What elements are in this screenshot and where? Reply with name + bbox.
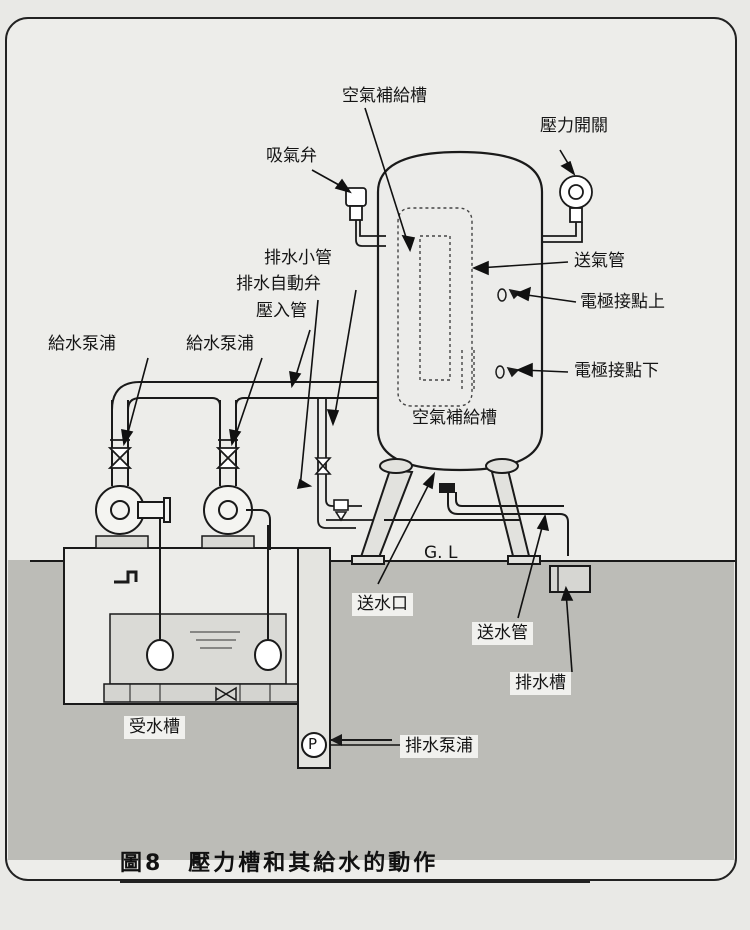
bottom-valve: [215, 686, 237, 702]
pressure-switch-shape: [542, 175, 593, 243]
label-feed-pump-right: 給水泵浦: [186, 334, 254, 354]
label-drain-tank: 排水槽: [510, 672, 571, 695]
pump-base-left: [95, 535, 149, 549]
label-water-pipe: 送水管: [472, 622, 533, 645]
pump-base-right: [201, 535, 255, 549]
water-outlet-pipe: [384, 483, 569, 556]
label-electrode-lower: 電極接點下: [574, 361, 659, 381]
label-water-outlet: 送水口: [352, 593, 413, 616]
label-ground-level: G. L: [424, 543, 458, 563]
tank-base-blocks: [103, 683, 301, 703]
riser-pipes: [111, 400, 237, 486]
electrode-lower-mark: [495, 365, 520, 379]
label-air-intake-valve: 吸氣弁: [266, 146, 317, 166]
water-ripples: [190, 631, 240, 649]
leader-lines: [121, 107, 577, 746]
label-air-feed-pipe: 送氣管: [574, 251, 625, 271]
label-air-supply-tank-body: 空氣補給槽: [412, 408, 497, 428]
internal-air-tank: [397, 207, 473, 407]
label-pressure-in-pipe: 壓入管: [256, 301, 307, 321]
label-feed-pump-left: 給水泵浦: [48, 334, 116, 354]
header-pipe: [111, 381, 382, 411]
air-intake-valve-shape: [345, 187, 386, 247]
label-electrode-upper: 電極接點上: [580, 292, 665, 312]
drain-tank-shape: [549, 565, 591, 593]
drain-auto-valve: [314, 457, 349, 522]
figure-caption: 圖8 壓力槽和其給水的動作: [120, 853, 590, 883]
strainer-left: [146, 520, 174, 671]
strainer-right: [254, 525, 282, 671]
feed-pump-right: [203, 485, 271, 550]
feed-pump-left: [95, 485, 171, 538]
internal-pipe: [461, 350, 475, 392]
float-switch: [114, 570, 138, 584]
drain-pump-circle: [301, 732, 327, 758]
drain-pump-shaft: [297, 547, 331, 769]
label-drain-small-pipe: 排水小管: [264, 248, 332, 268]
label-pump-symbol: P: [308, 735, 318, 753]
label-drain-auto-valve: 排水自動弁: [236, 274, 321, 294]
drain-pump-arrow: [330, 734, 342, 746]
label-air-supply-tank-top: 空氣補給槽: [342, 86, 427, 106]
label-pressure-switch: 壓力開關: [540, 116, 608, 136]
label-drain-pump: 排水泵浦: [400, 735, 478, 758]
internal-air-tank-inner: [419, 235, 451, 381]
label-receiving-tank: 受水槽: [124, 716, 185, 739]
